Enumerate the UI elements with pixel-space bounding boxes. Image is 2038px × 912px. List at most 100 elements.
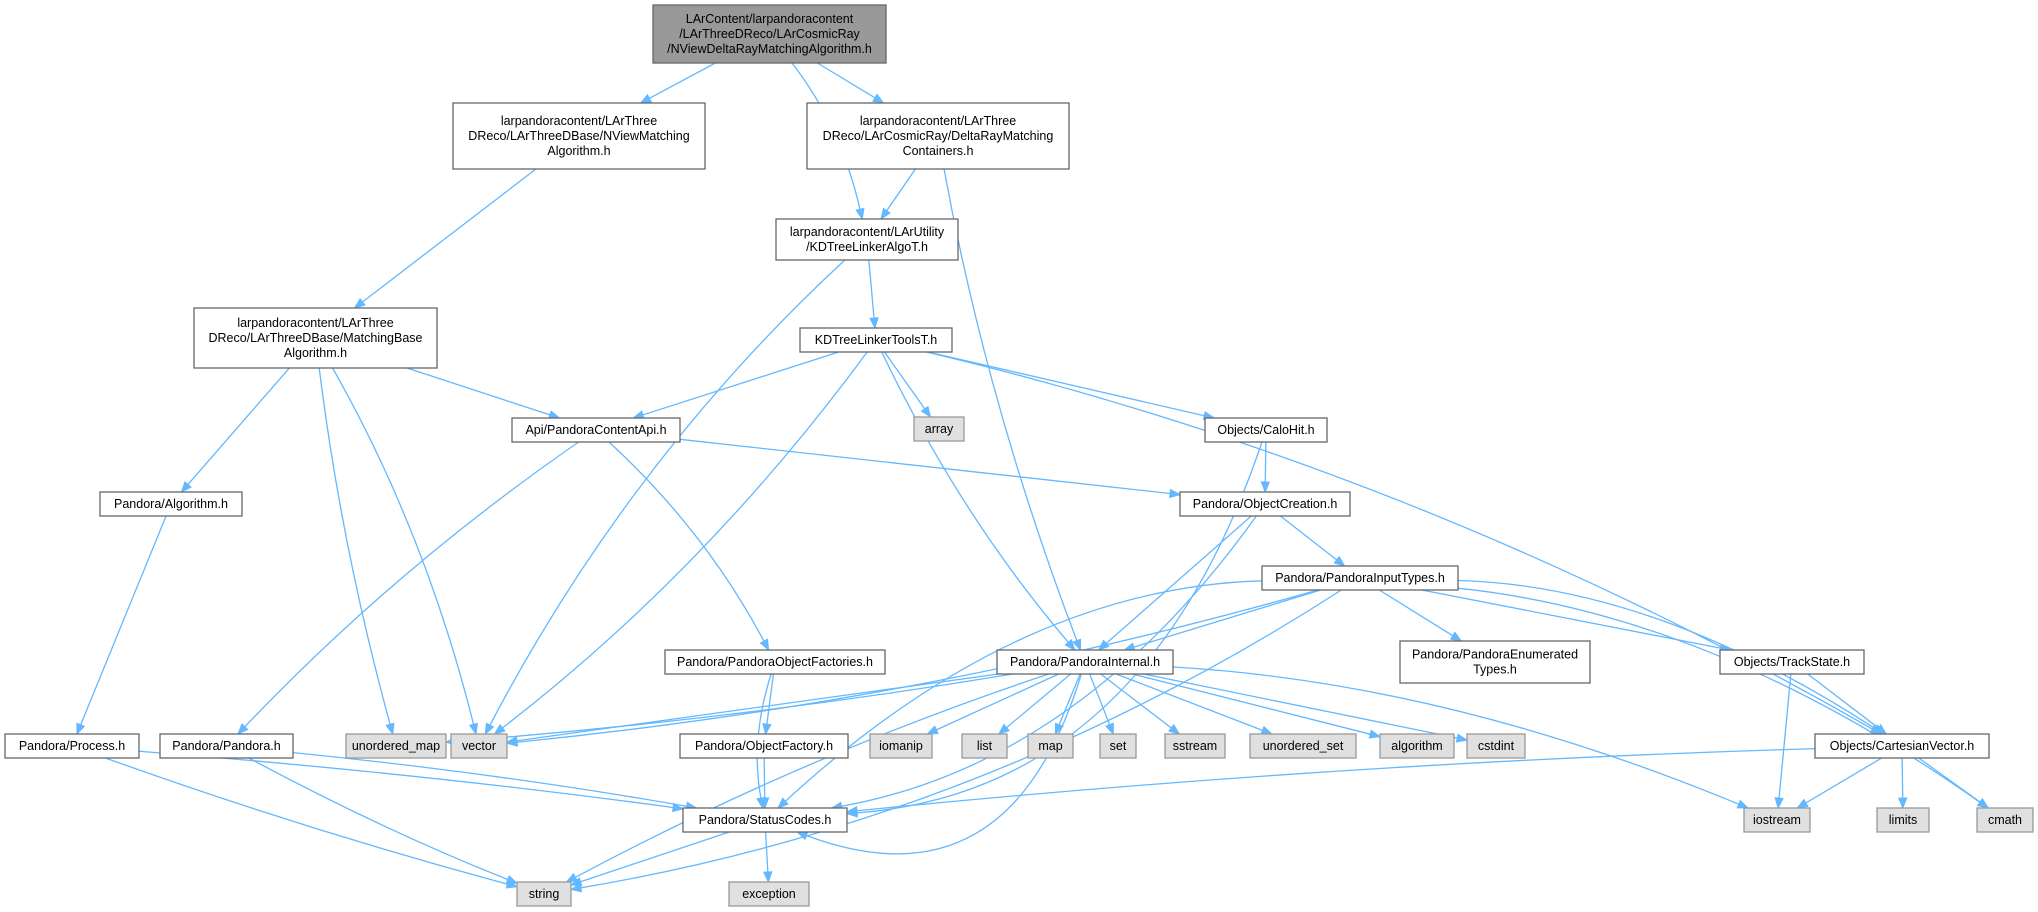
edge-line — [1421, 589, 1721, 649]
header-node-statuscodes[interactable]: Pandora/StatusCodes.h — [682, 807, 848, 833]
include-edge-kdtreetools-to-contentapi — [632, 351, 839, 420]
edge-arrowhead — [180, 480, 192, 494]
header-node-objectfactories[interactable]: Pandora/PandoraObjectFactories.h — [664, 649, 886, 675]
edge-line — [362, 168, 537, 303]
include-edge-pandorainternal-to-sstream — [1100, 673, 1181, 735]
node-box — [1179, 491, 1351, 517]
node-label-line: Pandora/ObjectCreation.h — [1193, 497, 1338, 511]
include-edge-deltaraycontainers-to-kdtreealgo — [880, 168, 916, 221]
header-node-process[interactable]: Pandora/Process.h — [4, 733, 140, 759]
edge-arrowhead — [880, 207, 891, 221]
edge-line — [886, 168, 916, 212]
header-node-iostream: iostream — [1743, 807, 1811, 833]
header-node-objectfactory[interactable]: Pandora/ObjectFactory.h — [679, 733, 849, 759]
node-box — [728, 881, 810, 907]
header-node-pandorainternal[interactable]: Pandora/PandoraInternal.h — [996, 649, 1174, 675]
edge-arrowhead — [1260, 725, 1274, 735]
edge-line — [806, 673, 1082, 855]
header-node-calohit[interactable]: Objects/CaloHit.h — [1204, 417, 1328, 443]
header-node-cartesianvector[interactable]: Objects/CartesianVector.h — [1814, 733, 1990, 759]
edge-arrowhead — [855, 207, 865, 221]
edge-line — [580, 589, 1342, 889]
include-edge-algorithm_h-to-process — [76, 515, 167, 736]
edge-arrowhead — [1064, 638, 1076, 652]
edge-arrowhead — [762, 722, 772, 736]
edge-arrowhead — [1333, 555, 1346, 567]
edge-line — [1115, 673, 1263, 732]
node-label-line: cmath — [1988, 813, 2022, 827]
edge-line — [1058, 673, 1081, 725]
edge-line — [575, 673, 1050, 878]
header-node-kdtreetools[interactable]: KDTreeLinkerToolsT.h — [799, 327, 953, 353]
edge-arrowhead — [385, 722, 395, 736]
node-box — [664, 649, 886, 675]
edge-line — [406, 367, 551, 416]
node-label-line: Pandora/StatusCodes.h — [699, 813, 832, 827]
header-node-deltaraycontainers[interactable]: larpandoracontent/LArThreeDReco/LArCosmi… — [806, 102, 1070, 170]
header-node-algorithm_h[interactable]: Pandora/Algorithm.h — [99, 491, 243, 517]
edge-line — [1457, 579, 1876, 730]
header-node-list: list — [961, 733, 1008, 759]
include-edge-statuscodes-to-exception — [763, 831, 773, 884]
edge-arrowhead — [1105, 722, 1114, 736]
node-box — [99, 491, 243, 517]
include-edge-contentapi-to-objectfactories — [608, 441, 770, 652]
include-edge-calohit-to-objectcreation — [1260, 441, 1271, 494]
edge-line — [1457, 587, 1981, 803]
include-edge-objectfactories-to-objectfactory — [762, 673, 775, 736]
include-edge-cartesianvector-to-statuscodes — [845, 747, 1816, 816]
node-box — [682, 807, 848, 833]
header-node-contentapi[interactable]: Api/PandoraContentApi.h — [511, 417, 681, 443]
edge-arrowhead — [639, 93, 653, 104]
node-label-line: Api/PandoraContentApi.h — [525, 423, 666, 437]
node-box — [1743, 807, 1811, 833]
node-label-line: string — [529, 887, 560, 901]
edge-line — [1918, 757, 1981, 803]
header-node-inputtypes[interactable]: Pandora/PandoraInputTypes.h — [1261, 565, 1459, 591]
include-edge-pandora_h-to-string — [248, 757, 519, 884]
node-box — [679, 733, 849, 759]
header-node-objectcreation[interactable]: Pandora/ObjectCreation.h — [1179, 491, 1351, 517]
include-edge-cartesianvector-to-cmath — [1918, 757, 1990, 809]
node-label-line: Algorithm.h — [284, 346, 347, 360]
header-node-matchingbase[interactable]: larpandoracontent/LArThreeDReco/LArThree… — [193, 307, 438, 369]
edge-line — [679, 438, 1171, 495]
edge-arrowhead — [1455, 733, 1469, 743]
include-edge-cartesianvector-to-iostream — [1796, 757, 1883, 809]
edge-line — [766, 673, 775, 725]
node-label-line: iomanip — [879, 739, 923, 753]
header-node-pandora_h[interactable]: Pandora/Pandora.h — [159, 733, 294, 759]
header-node-string: string — [516, 881, 572, 907]
node-label-line: DReco/LArThreeDBase/MatchingBase — [209, 331, 423, 345]
edge-line — [868, 259, 875, 319]
header-node-root[interactable]: LArContent/larpandoracontent/LArThreeDRe… — [652, 4, 887, 64]
node-label-line: Algorithm.h — [547, 144, 610, 158]
header-node-nviewmatching[interactable]: larpandoracontent/LArThreeDReco/LArThree… — [452, 102, 706, 170]
edge-line — [856, 441, 1263, 814]
include-edge-contentapi-to-objectcreation — [679, 438, 1182, 499]
edge-line — [248, 757, 508, 881]
edge-line — [1778, 673, 1792, 799]
node-label-line: Pandora/PandoraObjectFactories.h — [677, 655, 873, 669]
node-label-line: DReco/LArThreeDBase/NViewMatching — [468, 129, 689, 143]
include-edge-deltaraycontainers-to-pandorainternal — [943, 168, 1082, 652]
node-box — [1027, 733, 1074, 759]
node-box — [511, 417, 681, 443]
include-edge-objectfactory-to-statuscodes — [759, 757, 770, 810]
include-edge-pandora_h-to-statuscodes — [292, 752, 698, 811]
node-label-line: vector — [462, 739, 496, 753]
edge-line — [883, 351, 926, 410]
edge-arrowhead — [484, 722, 495, 736]
edge-arrowhead — [76, 722, 86, 736]
edge-arrowhead — [759, 638, 770, 652]
include-edge-cartesianvector-to-limits — [1897, 757, 1908, 810]
header-node-kdtreealgo[interactable]: larpandoracontent/LArUtility/KDTreeLinke… — [775, 218, 959, 261]
header-node-trackstate[interactable]: Objects/TrackState.h — [1719, 649, 1865, 675]
include-edge-kdtreetools-to-pandorainternal — [881, 351, 1076, 652]
node-label-line: larpandoracontent/LArThree — [237, 316, 393, 330]
edge-line — [1006, 673, 1072, 729]
include-edge-pandorainternal-to-algorithm — [1132, 673, 1382, 739]
node-box — [1249, 733, 1357, 759]
include-edge-trackstate-to-iostream — [1774, 673, 1792, 810]
